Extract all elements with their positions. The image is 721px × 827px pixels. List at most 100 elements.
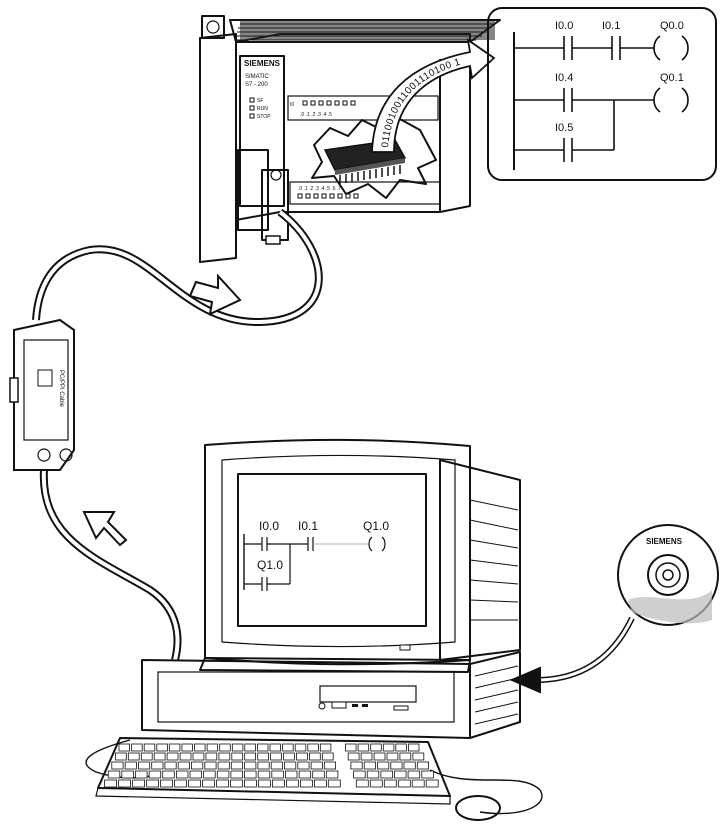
keyboard-key[interactable] — [217, 780, 229, 787]
keyboard-key[interactable] — [149, 771, 161, 778]
keyboard-key[interactable] — [220, 744, 231, 751]
keyboard-key[interactable] — [283, 744, 294, 751]
keyboard-key[interactable] — [105, 780, 117, 787]
keyboard-key[interactable] — [128, 753, 139, 760]
keyboard-key[interactable] — [190, 771, 202, 778]
keyboard-key[interactable] — [147, 780, 159, 787]
keyboard-key[interactable] — [138, 762, 149, 769]
keyboard-key[interactable] — [378, 762, 389, 769]
keyboard-key[interactable] — [136, 771, 148, 778]
keyboard-key[interactable] — [207, 744, 218, 751]
keyboard-key[interactable] — [384, 780, 396, 787]
keyboard-key[interactable] — [245, 762, 256, 769]
keyboard-key[interactable] — [383, 744, 394, 751]
keyboard-key[interactable] — [400, 753, 411, 760]
keyboard-key[interactable] — [326, 771, 338, 778]
keyboard-key[interactable] — [112, 762, 123, 769]
keyboard-key[interactable] — [244, 780, 256, 787]
keyboard-key[interactable] — [284, 753, 295, 760]
eject-button[interactable] — [332, 702, 346, 708]
keyboard-key[interactable] — [157, 744, 168, 751]
keyboard-key[interactable] — [271, 753, 282, 760]
keyboard-key[interactable] — [218, 762, 229, 769]
keyboard-key[interactable] — [230, 780, 242, 787]
keyboard-key[interactable] — [311, 762, 322, 769]
keyboard-key[interactable] — [182, 744, 193, 751]
keyboard-key[interactable] — [297, 753, 308, 760]
keyboard-key[interactable] — [193, 753, 204, 760]
power-button[interactable] — [319, 703, 325, 709]
keyboard-key[interactable] — [108, 771, 120, 778]
keyboard-key[interactable] — [371, 744, 382, 751]
keyboard-key[interactable] — [144, 744, 155, 751]
keyboard-key[interactable] — [374, 753, 385, 760]
keyboard-key[interactable] — [195, 744, 206, 751]
keyboard-key[interactable] — [370, 780, 382, 787]
keyboard-key[interactable] — [354, 771, 366, 778]
keyboard-key[interactable] — [320, 744, 331, 751]
keyboard-key[interactable] — [232, 753, 243, 760]
keyboard-key[interactable] — [396, 744, 407, 751]
keyboard-key[interactable] — [125, 762, 136, 769]
keyboard-key[interactable] — [245, 744, 256, 751]
keyboard-key[interactable] — [404, 762, 415, 769]
keyboard-key[interactable] — [175, 780, 187, 787]
keyboard-key[interactable] — [232, 744, 243, 751]
keyboard-key[interactable] — [358, 744, 369, 751]
keyboard-key[interactable] — [257, 744, 268, 751]
keyboard-key[interactable] — [299, 771, 311, 778]
keyboard-key[interactable] — [272, 771, 284, 778]
keyboard-key[interactable] — [165, 762, 176, 769]
keyboard-key[interactable] — [351, 762, 362, 769]
keyboard-key[interactable] — [417, 762, 428, 769]
mouse[interactable] — [456, 796, 500, 820]
keyboard-key[interactable] — [348, 753, 359, 760]
keyboard-key[interactable] — [408, 744, 419, 751]
keyboard-key[interactable] — [271, 762, 282, 769]
keyboard-key[interactable] — [258, 762, 269, 769]
keyboard-key[interactable] — [391, 762, 402, 769]
keyboard-key[interactable] — [285, 771, 297, 778]
keyboard-key[interactable] — [258, 771, 270, 778]
keyboard-key[interactable] — [387, 753, 398, 760]
keyboard-key[interactable] — [219, 753, 230, 760]
keyboard-key[interactable] — [285, 762, 296, 769]
keyboard-key[interactable] — [258, 753, 269, 760]
keyboard-key[interactable] — [178, 762, 189, 769]
keyboard-key[interactable] — [272, 780, 284, 787]
keyboard-key[interactable] — [152, 762, 163, 769]
keyboard-key[interactable] — [203, 780, 215, 787]
keyboard-key[interactable] — [119, 780, 131, 787]
keyboard-key[interactable] — [192, 762, 203, 769]
keyboard-key[interactable] — [245, 771, 257, 778]
keyboard-key[interactable] — [356, 780, 368, 787]
keyboard-key[interactable] — [398, 780, 410, 787]
keyboard-key[interactable] — [176, 771, 188, 778]
keyboard-key[interactable] — [189, 780, 201, 787]
keyboard-key[interactable] — [206, 753, 217, 760]
keyboard-key[interactable] — [231, 771, 243, 778]
keyboard-key[interactable] — [163, 771, 175, 778]
keyboard-key[interactable] — [313, 771, 325, 778]
keyboard-key[interactable] — [122, 771, 134, 778]
keyboard-key[interactable] — [328, 780, 340, 787]
keyboard-key[interactable] — [314, 780, 326, 787]
keyboard-key[interactable] — [361, 753, 372, 760]
keyboard-key[interactable] — [204, 771, 216, 778]
keyboard-key[interactable] — [141, 753, 152, 760]
keyboard-key[interactable] — [322, 753, 333, 760]
keyboard-key[interactable] — [169, 744, 180, 751]
keyboard-key[interactable] — [381, 771, 393, 778]
keyboard-key[interactable] — [205, 762, 216, 769]
keyboard-key[interactable] — [133, 780, 145, 787]
keyboard-key[interactable] — [346, 744, 357, 751]
keyboard-key[interactable] — [167, 753, 178, 760]
keyboard-key[interactable] — [286, 780, 298, 787]
keyboard-key[interactable] — [395, 771, 407, 778]
keyboard-key[interactable] — [413, 753, 424, 760]
keyboard-key[interactable] — [180, 753, 191, 760]
keyboard-key[interactable] — [245, 753, 256, 760]
keyboard-key[interactable] — [408, 771, 420, 778]
keyboard-key[interactable] — [412, 780, 424, 787]
keyboard-key[interactable] — [217, 771, 229, 778]
